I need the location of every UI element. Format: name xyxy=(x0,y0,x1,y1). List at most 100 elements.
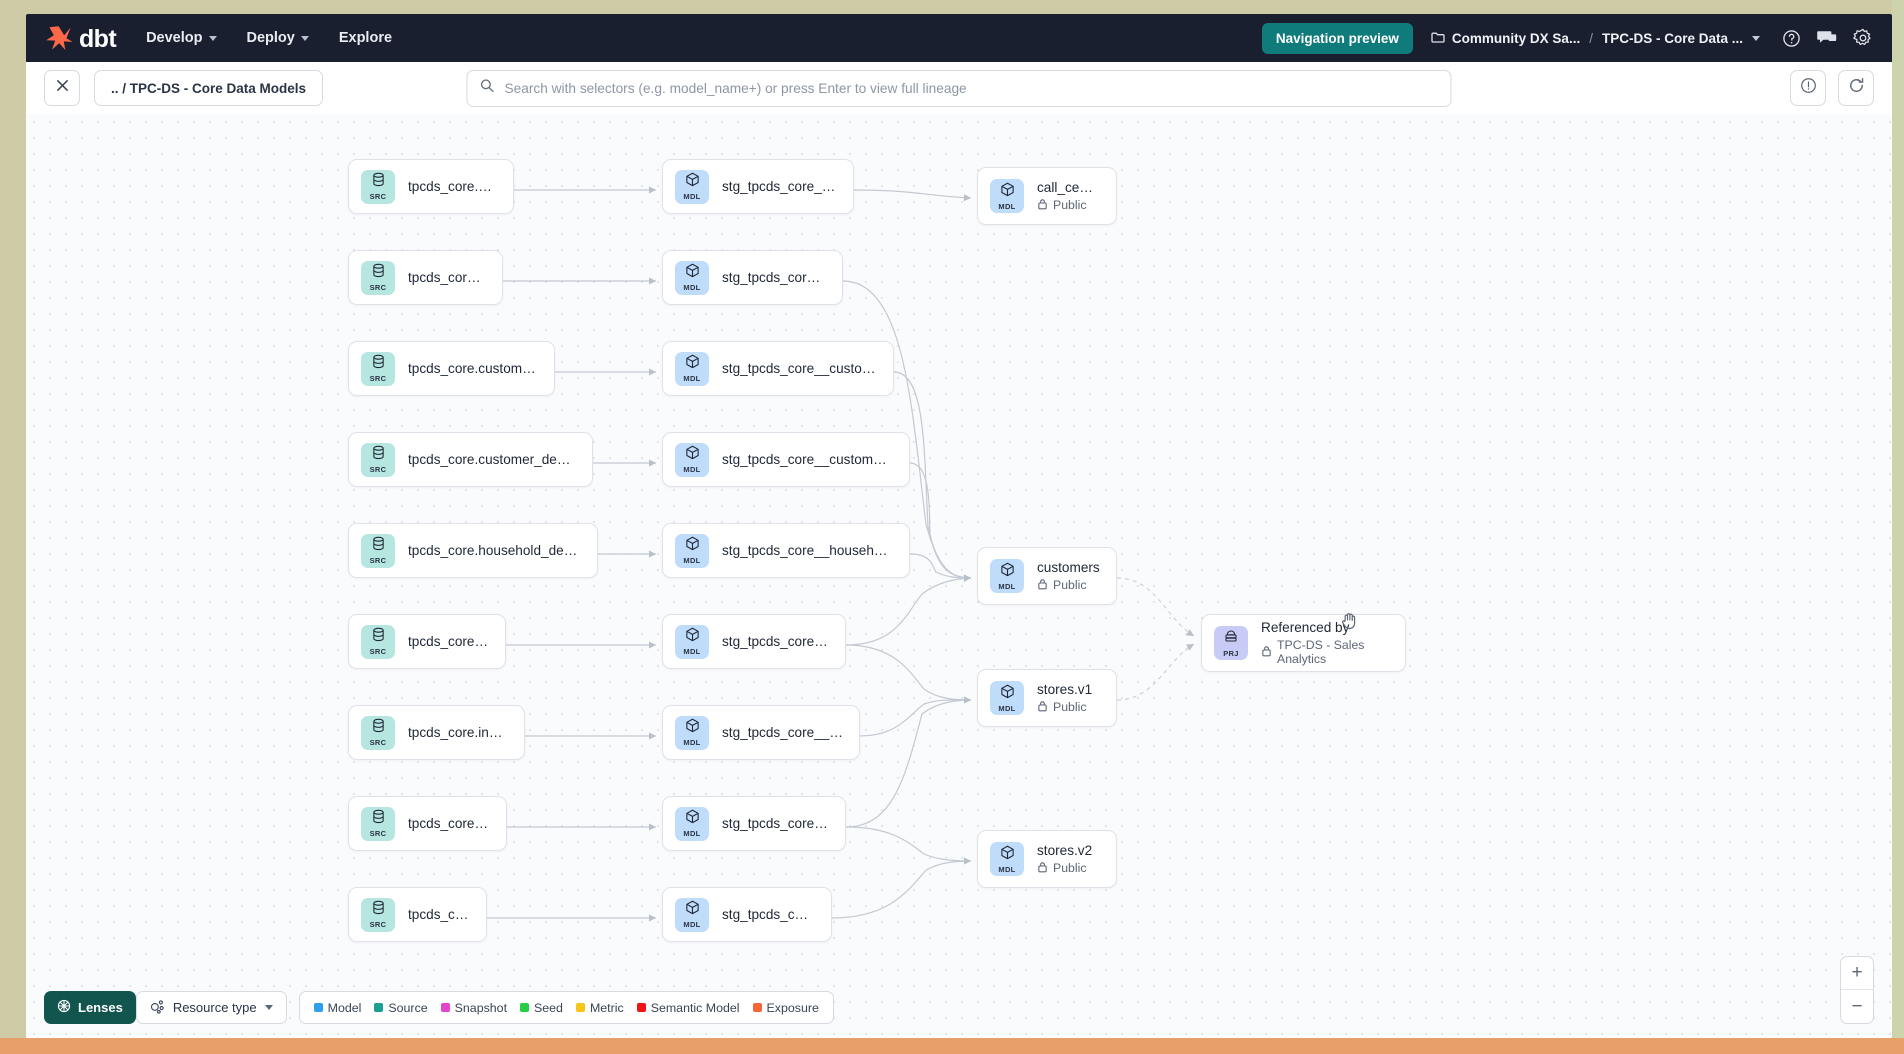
node-title: stg_tpcds_core__household_demogr… xyxy=(722,543,893,558)
lenses-button[interactable]: Lenses xyxy=(44,991,136,1024)
info-button[interactable] xyxy=(1790,70,1826,106)
node-type-badge-label: MDL xyxy=(683,738,701,748)
node-subtitle-label: Public xyxy=(1053,578,1087,592)
legend-item[interactable]: Model xyxy=(313,1001,361,1015)
legend-item[interactable]: Seed xyxy=(520,1001,563,1015)
legend-label: Exposure xyxy=(766,1000,819,1015)
zoom-out-button[interactable]: − xyxy=(1851,995,1863,1017)
dbt-logo-icon xyxy=(44,25,74,51)
lineage-canvas[interactable]: SRCtpcds_core.call_centerSRCtpcds_core.c… xyxy=(26,114,1892,1038)
graph-layer: SRCtpcds_core.call_centerSRCtpcds_core.c… xyxy=(26,114,1892,1038)
legend-swatch xyxy=(636,1003,646,1012)
node-type-badge-src: SRC xyxy=(361,806,395,841)
legend-item[interactable]: Semantic Model xyxy=(636,1001,740,1015)
node-type-badge-label: MDL xyxy=(998,201,1016,211)
legend-label: Source xyxy=(388,1000,428,1015)
resource-type-legend: Model Source Snapshot Seed Metric Semantic Mo… xyxy=(298,991,834,1024)
node-type-badge-mdl: MDL xyxy=(675,897,709,932)
backdrop-strip-right xyxy=(1892,0,1904,1054)
lineage-search-bar[interactable] xyxy=(466,69,1452,107)
lineage-node-mdl-stg-customer-demographics[interactable]: MDLstg_tpcds_core__customer_demogra… xyxy=(662,432,910,487)
database-icon xyxy=(372,627,385,647)
close-button[interactable] xyxy=(44,70,80,106)
legend-item[interactable]: Source xyxy=(374,1000,428,1015)
database-icon xyxy=(372,809,385,829)
nav-link-explore[interactable]: Explore xyxy=(337,24,394,52)
lineage-node-mdl-stg-customer-address[interactable]: MDL stg_tpcds_core__customer_address xyxy=(662,341,894,396)
resource-type-filter[interactable]: Resource type xyxy=(135,991,287,1024)
search-input[interactable] xyxy=(504,80,1439,96)
node-type-badge-label: SRC xyxy=(369,556,387,566)
node-subtitle: Public xyxy=(1037,198,1100,213)
node-title: tpcds_core.customer xyxy=(408,270,486,285)
gear-icon[interactable] xyxy=(1852,27,1874,49)
node-body: tpcds_core.call_center xyxy=(408,179,497,194)
nav-link-deploy[interactable]: Deploy xyxy=(245,24,311,52)
lineage-node-mdl-call-centers[interactable]: MDL call_centersPublic xyxy=(977,167,1117,225)
node-type-badge-label: MDL xyxy=(998,864,1016,874)
node-subtitle: Public xyxy=(1037,700,1092,715)
lock-icon xyxy=(1261,645,1272,660)
navigation-preview-button[interactable]: Navigation preview xyxy=(1261,22,1413,54)
cube-icon xyxy=(685,263,700,283)
legend-swatch xyxy=(575,1003,585,1012)
node-type-badge-label: SRC xyxy=(369,465,387,475)
chevron-down-icon xyxy=(300,35,309,41)
legend-swatch xyxy=(520,1003,530,1012)
refresh-button[interactable] xyxy=(1838,70,1874,106)
breadcrumb: Community DX Sa... / TPC-DS - Core Data … xyxy=(1431,31,1760,46)
node-type-badge-mdl: MDL xyxy=(675,351,709,386)
legend-item[interactable]: Snapshot xyxy=(440,1001,507,1015)
database-icon xyxy=(372,263,385,283)
node-title: tpcds_core.call_center xyxy=(408,179,497,194)
breadcrumb-item-account-label: Community DX Sa... xyxy=(1451,30,1581,46)
node-body: call_centersPublic xyxy=(1037,180,1100,213)
node-title: stg_tpcds_core__call_center xyxy=(722,179,837,194)
node-body: stg_tpcds_core__customer_demogra… xyxy=(722,452,893,467)
legend-item[interactable]: Metric xyxy=(575,1001,624,1015)
lineage-node-mdl-stg-store[interactable]: MDL stg_tpcds_core__store xyxy=(662,887,832,942)
legend-item[interactable]: Exposure xyxy=(752,1000,819,1015)
cube-icon xyxy=(685,627,700,647)
refresh-icon xyxy=(1848,77,1865,99)
nav-link-develop[interactable]: Develop xyxy=(144,24,218,52)
backdrop-strip-top xyxy=(0,0,1904,14)
cube-icon xyxy=(685,172,700,192)
lineage-node-mdl-stg-household-demographics[interactable]: MDLstg_tpcds_core__household_demogr… xyxy=(662,523,910,578)
node-type-badge-label: MDL xyxy=(683,829,701,839)
help-circle-icon[interactable] xyxy=(1780,27,1802,49)
breadcrumb-item-project[interactable]: TPC-DS - Core Data ... xyxy=(1602,31,1760,46)
lineage-bottom-bar: Lenses Resource type xyxy=(44,991,834,1024)
node-subtitle-label: Public xyxy=(1053,198,1087,212)
node-body: stg_tpcds_core__store xyxy=(722,907,815,922)
dbt-logo[interactable]: dbt xyxy=(36,25,117,51)
cube-icon xyxy=(685,536,700,556)
feedback-chat-icon[interactable] xyxy=(1816,27,1838,49)
zoom-in-button[interactable]: + xyxy=(1841,957,1873,990)
node-body: stg_tpcds_core__customer xyxy=(722,270,826,285)
breadcrumb-item-account[interactable]: Community DX Sa... xyxy=(1431,31,1580,46)
project-breadcrumb-pill[interactable]: .. / TPC-DS - Core Data Models xyxy=(94,70,324,106)
node-title: stg_tpcds_core__customer_address xyxy=(722,361,877,376)
resource-type-button[interactable]: Resource type xyxy=(137,992,286,1023)
node-type-badge-src: SRC xyxy=(361,624,395,659)
